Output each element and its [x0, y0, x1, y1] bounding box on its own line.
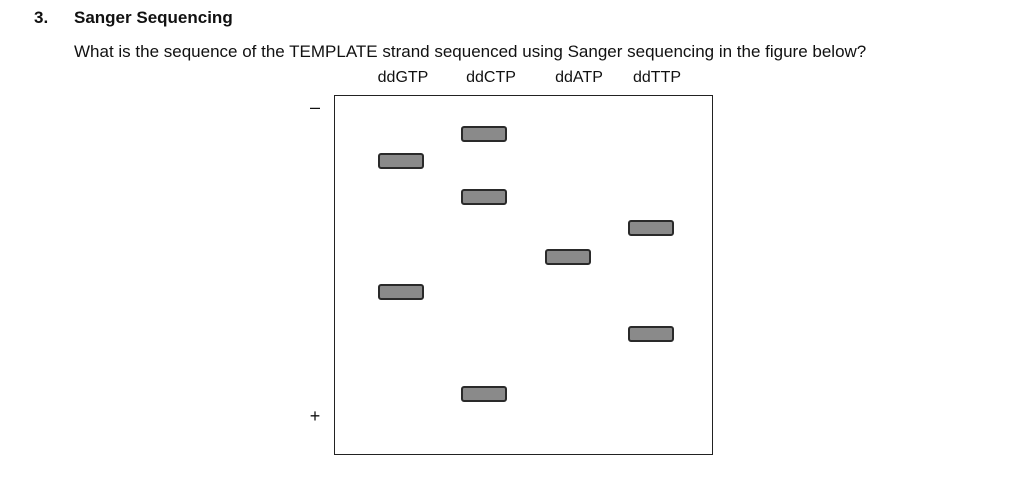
gel-band-ddatp: [545, 249, 591, 265]
lane-label-ddgtp: ddGTP: [377, 69, 429, 86]
lane-label-ddttp: ddTTP: [632, 69, 682, 86]
positive-electrode-label: +: [309, 406, 321, 426]
gel-band-ddctp: [461, 126, 507, 142]
lane-label-ddatp: ddATP: [555, 69, 603, 86]
gel-box: [334, 95, 713, 455]
question-title: Sanger Sequencing: [74, 8, 233, 27]
gel-band-ddctp: [461, 386, 507, 402]
gel-band-ddgtp: [378, 284, 424, 300]
question-prompt: What is the sequence of the TEMPLATE str…: [74, 42, 867, 61]
gel-band-ddgtp: [378, 153, 424, 169]
negative-electrode-label: –: [309, 97, 321, 117]
gel-band-ddctp: [461, 189, 507, 205]
question-number: 3.: [34, 8, 49, 27]
lane-label-ddctp: ddCTP: [466, 69, 516, 86]
gel-band-ddttp: [628, 326, 674, 342]
gel-band-ddttp: [628, 220, 674, 236]
